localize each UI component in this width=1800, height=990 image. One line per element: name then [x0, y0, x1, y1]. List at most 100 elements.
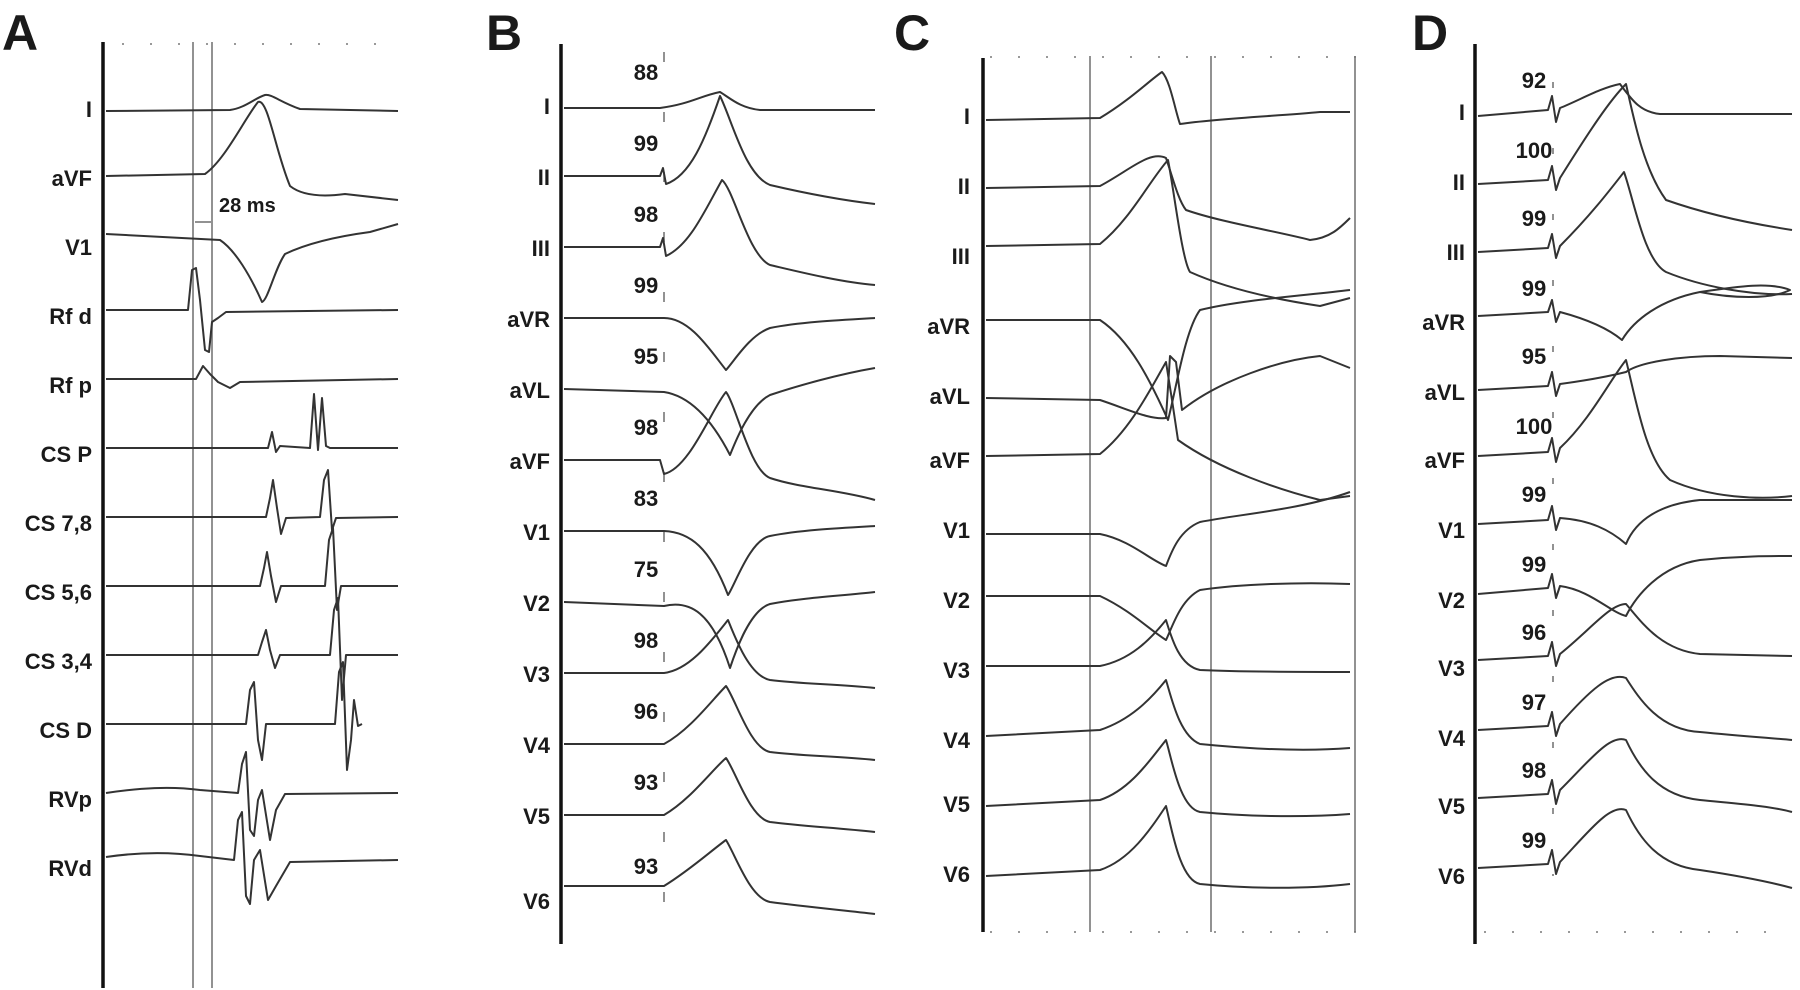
ecg-trace [563, 367, 876, 456]
lead-label: aVL [510, 378, 550, 403]
ecg-trace [1477, 83, 1793, 231]
match-score-label: 99 [1522, 206, 1546, 231]
ecg-trace [105, 751, 399, 841]
ecg-trace [986, 582, 1351, 641]
lead-label: aVR [507, 307, 550, 332]
match-score-label: 88 [634, 60, 658, 85]
lead-label: V1 [943, 518, 970, 543]
lead-label: V1 [1438, 518, 1465, 543]
lead-label: aVL [930, 384, 970, 409]
lead-label: V4 [1438, 726, 1466, 751]
lead-label: V6 [523, 889, 550, 914]
lead-label: aVF [52, 166, 92, 191]
match-score-label: 99 [1522, 482, 1546, 507]
ecg-trace [106, 597, 398, 701]
panel-d: D I II III aVR aVL aVF V1 V2 V3 V4 V5 V6… [1412, 5, 1793, 944]
panel-b-value-labels: 88 99 98 99 95 98 83 75 98 96 93 93 [634, 60, 658, 879]
ecg-trace [1477, 83, 1792, 123]
match-score-label: 93 [634, 770, 658, 795]
ecg-trace [564, 317, 876, 371]
lead-label: I [544, 94, 550, 119]
ecg-trace [985, 71, 1350, 125]
lead-label: aVR [1422, 310, 1465, 335]
ecg-trace [105, 223, 399, 303]
ecg-trace [564, 757, 876, 833]
match-score-label: 98 [634, 202, 658, 227]
lead-label: V3 [943, 658, 970, 683]
ecg-trace [985, 805, 1351, 889]
lead-label: RVd [48, 856, 92, 881]
match-score-label: 95 [634, 344, 658, 369]
panel-d-lead-labels: I II III aVR aVL aVF V1 V2 V3 V4 V5 V6 [1422, 100, 1466, 889]
panel-d-value-labels: 92 100 99 99 95 100 99 99 96 97 98 99 [1516, 68, 1553, 853]
lead-label: aVF [1425, 448, 1465, 473]
match-score-label: 92 [1522, 68, 1546, 93]
match-score-label: 99 [1522, 552, 1546, 577]
match-score-label: 99 [634, 273, 658, 298]
ecg-trace [985, 159, 1351, 307]
lead-label: CS 7,8 [25, 511, 92, 536]
lead-label: CS 3,4 [25, 649, 93, 674]
lead-label: Rf d [49, 304, 92, 329]
ecg-trace [985, 361, 1351, 501]
match-score-label: 98 [634, 628, 658, 653]
lead-label: V4 [523, 733, 551, 758]
panel-a-interval-annotation: 28 ms [219, 195, 276, 217]
match-score-label: 98 [1522, 758, 1546, 783]
match-score-label: 98 [634, 415, 658, 440]
match-score-label: 83 [634, 486, 658, 511]
panel-b: B I II III aVR aVL aVF V1 V2 V3 V4 V5 V6… [486, 5, 876, 944]
lead-label: V1 [65, 235, 92, 260]
ecg-trace [106, 661, 363, 771]
match-score-label: 100 [1516, 138, 1553, 163]
lead-label: aVL [1425, 380, 1465, 405]
ecg-trace [106, 267, 399, 353]
panel-b-traces [563, 91, 876, 915]
ecg-trace [563, 591, 876, 669]
lead-label: V2 [1438, 588, 1465, 613]
panel-b-letter: B [486, 5, 522, 61]
match-score-label: 99 [1522, 276, 1546, 301]
lead-label: CS P [41, 442, 92, 467]
panel-a: A 28 ms I aVF V1 Rf d Rf p CS P CS 7,8 C… [2, 5, 400, 988]
ecg-trace [986, 289, 1351, 421]
ecg-trace [106, 527, 398, 611]
lead-label: V5 [943, 792, 970, 817]
ecg-trace [1477, 738, 1793, 813]
ecg-trace [986, 619, 1351, 673]
lead-label: aVR [927, 314, 970, 339]
lead-label: II [538, 165, 550, 190]
ecg-trace [564, 619, 876, 689]
lead-label: III [532, 236, 550, 261]
ecg-trace [985, 739, 1351, 818]
ecg-trace [1477, 555, 1793, 617]
match-score-label: 99 [1522, 828, 1546, 853]
panel-d-letter: D [1412, 5, 1448, 61]
ecg-trace [1477, 808, 1793, 889]
panel-c-lead-labels: I II III aVR aVL aVF V1 V2 V3 V4 V5 V6 [927, 104, 971, 887]
match-score-label: 93 [634, 854, 658, 879]
ecg-trace [985, 155, 1351, 241]
panel-b-lead-labels: I II III aVR aVL aVF V1 V2 V3 V4 V5 V6 [507, 94, 551, 914]
lead-label: V6 [1438, 864, 1465, 889]
ecg-trace [106, 365, 399, 389]
lead-label: I [964, 104, 970, 129]
panel-a-lead-labels: I aVF V1 Rf d Rf p CS P CS 7,8 CS 5,6 CS… [25, 97, 93, 881]
lead-label: III [952, 244, 970, 269]
lead-label: aVF [930, 448, 970, 473]
panel-c: C I II III aVR aVL aVF V1 V2 V3 V4 V5 V6 [894, 5, 1358, 933]
ecg-trace [985, 355, 1351, 420]
ecg-trace [1477, 499, 1792, 545]
panel-a-traces [105, 93, 399, 905]
lead-label: RVp [48, 787, 92, 812]
match-score-label: 96 [634, 699, 658, 724]
ecg-trace [105, 100, 399, 201]
lead-label: V1 [523, 520, 550, 545]
match-score-label: 96 [1522, 620, 1546, 645]
lead-label: I [1459, 100, 1465, 125]
match-score-label: 75 [634, 557, 658, 582]
ecg-trace [564, 525, 876, 596]
lead-label: aVF [510, 449, 550, 474]
panel-a-letter: A [2, 5, 38, 61]
